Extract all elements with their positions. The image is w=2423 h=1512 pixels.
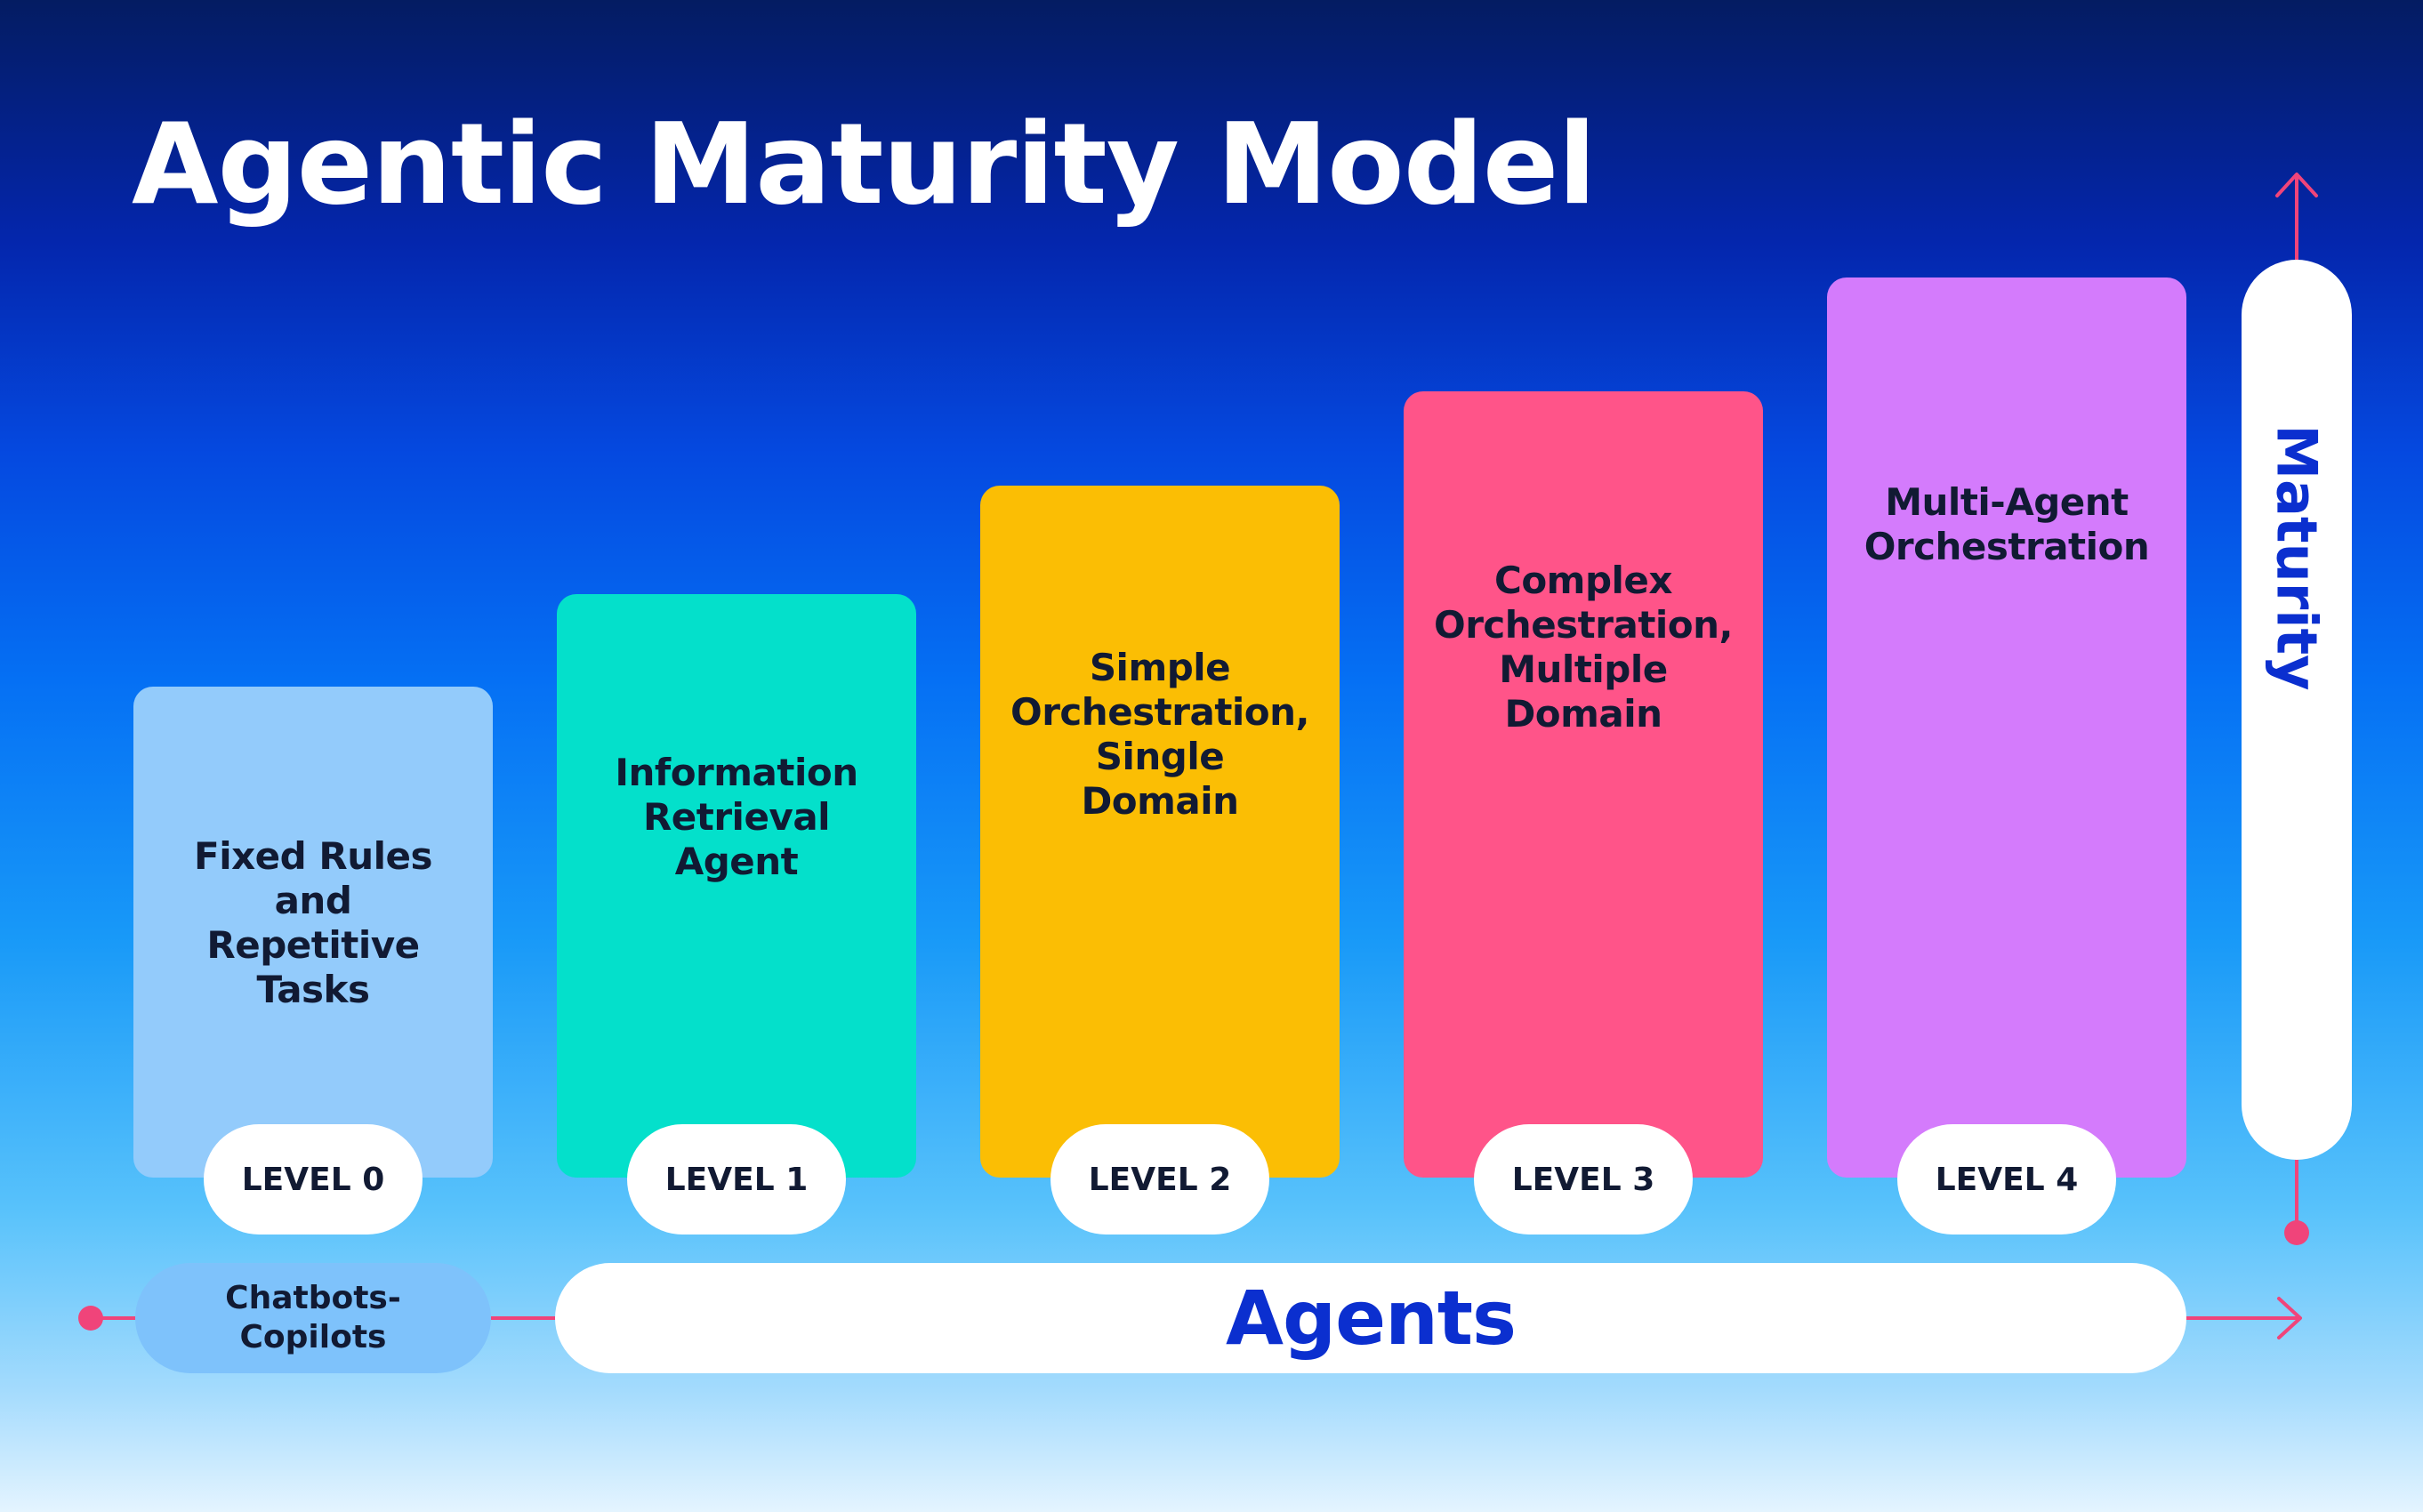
page-title: Agentic Maturity Model [132, 99, 1597, 229]
level-1-description: Information Retrieval Agent [615, 751, 858, 883]
level-2-badge: LEVEL 2 [1051, 1124, 1269, 1235]
level-3-description: Complex Orchestration, Multiple Domain [1433, 559, 1734, 736]
agents-axis-pill: Agents [555, 1263, 2186, 1373]
level-0-badge: LEVEL 0 [204, 1124, 423, 1235]
vertical-axis-arrowhead [2275, 173, 2318, 197]
level-4-badge: LEVEL 4 [1897, 1124, 2116, 1235]
level-4-column: Multi-Agent Orchestration [1827, 277, 2186, 1178]
maturity-label: Maturity [2264, 424, 2330, 691]
level-1-column: Information Retrieval Agent [557, 594, 916, 1178]
level-3-column: Complex Orchestration, Multiple Domain [1404, 391, 1763, 1178]
level-4-description: Multi-Agent Orchestration [1864, 480, 2150, 568]
level-2-description: Simple Orchestration, Single Domain [1010, 646, 1310, 823]
chatbots-copilots-pill: Chatbots- Copilots [135, 1263, 491, 1373]
level-1-badge: LEVEL 1 [627, 1124, 846, 1235]
horizontal-axis-arrowhead [2277, 1297, 2302, 1339]
level-0-description: Fixed Rules and Repetitive Tasks [194, 834, 432, 1011]
maturity-axis-pill: Maturity [2242, 260, 2352, 1160]
level-2-column: Simple Orchestration, Single Domain [980, 486, 1340, 1178]
level-3-badge: LEVEL 3 [1474, 1124, 1693, 1235]
level-0-column: Fixed Rules and Repetitive Tasks [133, 687, 493, 1178]
